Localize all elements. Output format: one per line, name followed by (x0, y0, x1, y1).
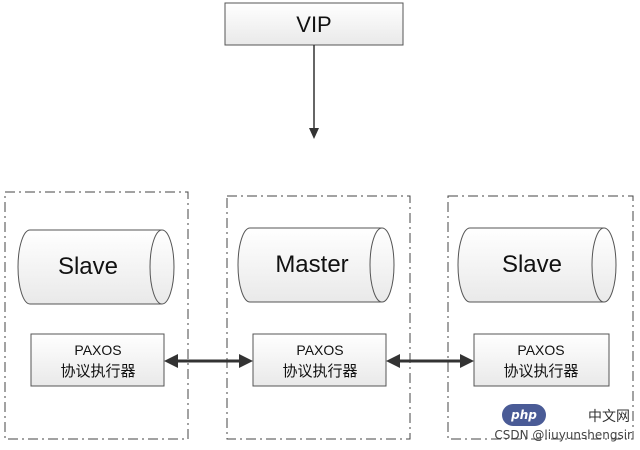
database-cylinder: Slave (17, 229, 175, 305)
node-role-label: Slave (58, 253, 118, 280)
node-boundary (226, 195, 411, 440)
executor-subtitle: 协议执行器 (503, 363, 578, 380)
bidirectional-arrow-center-right (386, 354, 474, 368)
vip-node: VIP (224, 2, 404, 46)
database-cylinder: Slave (457, 227, 617, 303)
database-cylinder: Master (237, 227, 395, 303)
paxos-executor: PAXOS 协议执行器 (252, 333, 387, 387)
node-role-label: Master (275, 251, 348, 278)
node-group-right: Slave PAXOS 协议执行器 (447, 195, 634, 440)
paxos-executor: PAXOS 协议执行器 (30, 333, 165, 387)
executor-title: PAXOS (517, 342, 564, 358)
node-role-label: Slave (502, 251, 562, 278)
executor-title: PAXOS (74, 342, 121, 358)
paxos-executor: PAXOS 协议执行器 (473, 333, 610, 387)
watermark-site: 中文网 (588, 409, 630, 425)
vip-label: VIP (296, 12, 331, 37)
watermark-credit: CSDN @liuyunshengsir (494, 428, 632, 442)
node-boundary (447, 195, 634, 440)
node-group-center: Master PAXOS 协议执行器 (226, 195, 411, 440)
watermark: php 中文网 CSDN @liuyunshengsir (484, 404, 634, 446)
node-group-left: Slave PAXOS 协议执行器 (4, 191, 189, 440)
executor-title: PAXOS (296, 342, 343, 358)
executor-subtitle: 协议执行器 (282, 363, 357, 380)
executor-subtitle: 协议执行器 (60, 363, 135, 380)
bidirectional-arrow-left-center (164, 354, 253, 368)
php-logo: php (502, 404, 546, 426)
node-boundary (4, 191, 189, 440)
vip-to-master-arrow (309, 45, 319, 139)
